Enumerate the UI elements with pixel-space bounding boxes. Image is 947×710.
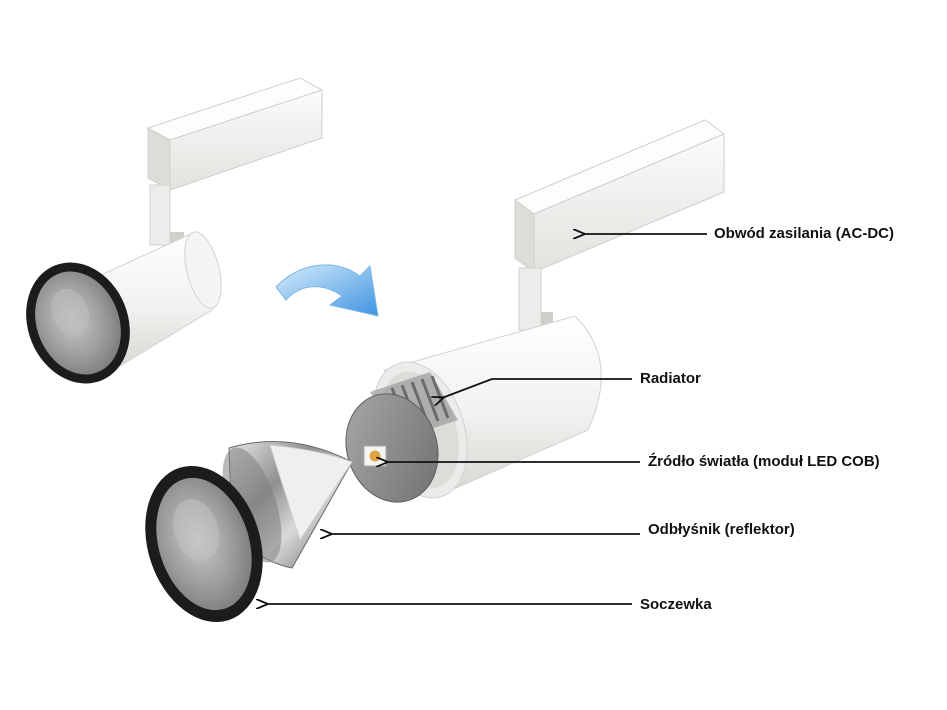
transition-arrow-icon: [275, 264, 379, 317]
label-reflector: Odbłyśnik (reflektor): [648, 521, 795, 538]
label-power-supply: Obwód zasilania (AC-DC): [714, 225, 895, 242]
label-light-source: Źródło światła (moduł LED COB): [648, 453, 880, 470]
label-radiator: Radiator: [640, 370, 701, 387]
callout-lines: [266, 234, 707, 604]
exploded-lamp-stem: [518, 267, 553, 331]
led-cob-module: [363, 445, 387, 467]
radiator-heatsink: [345, 372, 458, 503]
assembled-lamp-stem: [149, 184, 184, 246]
assembled-lamp: [26, 77, 324, 384]
assembled-lamp-front-lens: [26, 262, 130, 384]
power-supply-box: [513, 119, 726, 273]
callout-line-radiator-diag: [442, 378, 493, 398]
exploded-lamp: [145, 119, 726, 623]
assembled-lamp-adapter-box: [146, 77, 324, 191]
label-lens: Soczewka: [640, 596, 712, 613]
front-lens: [145, 465, 263, 623]
